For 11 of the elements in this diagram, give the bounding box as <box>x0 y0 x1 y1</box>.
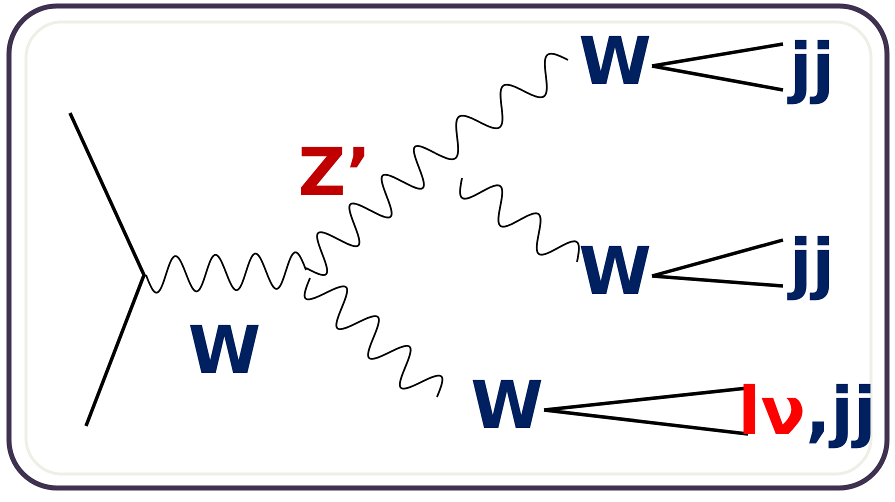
particle-label: jj <box>783 28 841 108</box>
particle-symbol: lν <box>738 379 806 445</box>
particle-label: W <box>578 238 652 306</box>
particle-label: W <box>578 28 652 96</box>
decay-lines <box>650 238 785 288</box>
boson-label: W <box>188 318 261 384</box>
decay-lines <box>650 42 785 92</box>
particle-label: W <box>470 372 544 440</box>
particle-label: jj <box>783 224 841 304</box>
boson-label: Z’ <box>298 140 371 206</box>
decay-lines <box>542 386 750 436</box>
